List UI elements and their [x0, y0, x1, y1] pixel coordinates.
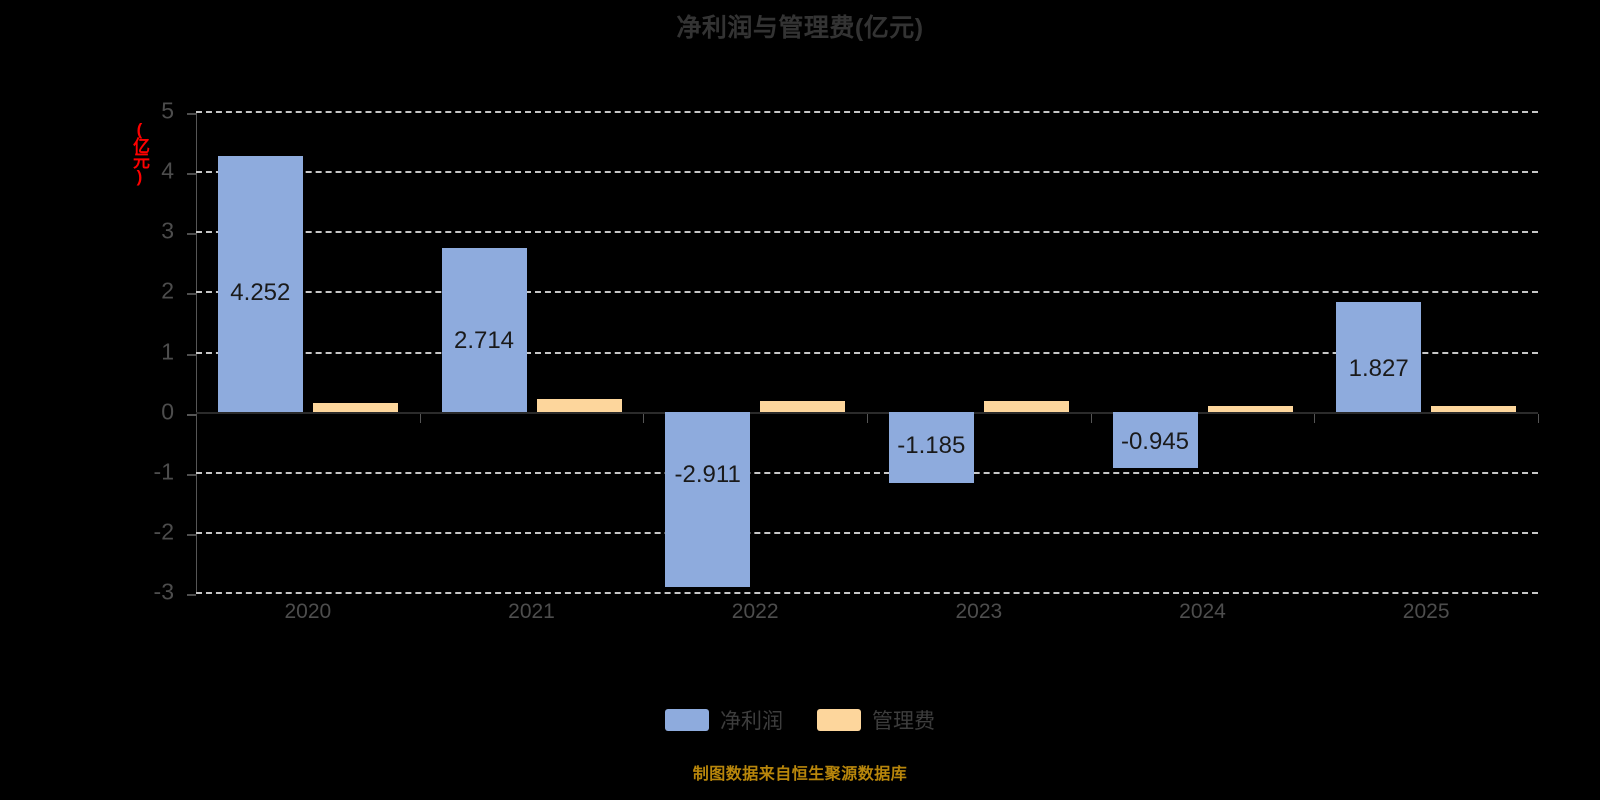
gridline-2	[187, 291, 1538, 296]
bar-value-label-2025: 1.827	[1348, 354, 1409, 382]
y-tick-mark	[187, 594, 196, 596]
y-tick-label: 4	[161, 157, 174, 184]
x-tick-mark	[1090, 414, 1092, 423]
y-tick-label: 0	[161, 398, 174, 425]
x-tick-label-2024: 2024	[1179, 600, 1226, 623]
bar-mgmt-2022[interactable]	[760, 400, 846, 412]
gridline-0	[187, 411, 1538, 416]
bar-profit-2024[interactable]	[1112, 411, 1198, 469]
bar-profit-2023[interactable]	[888, 411, 974, 483]
x-tick-mark	[643, 414, 645, 423]
y-tick-label: 5	[161, 97, 174, 124]
bar-value-label-2020: 4.252	[230, 278, 291, 306]
x-tick-label-2025: 2025	[1402, 600, 1450, 623]
y-tick-mark	[187, 473, 196, 476]
x-tick-label-2022: 2022	[731, 600, 779, 623]
y-tick-mark	[187, 413, 196, 416]
y-tick-label: 3	[161, 217, 174, 244]
gridline-neg1	[187, 471, 1538, 476]
legend-label-profit: 净利润	[720, 710, 783, 733]
gridline-5	[187, 111, 1538, 115]
gridline-1	[187, 351, 1538, 356]
gridline-4	[187, 171, 1538, 176]
gridline-neg3	[187, 592, 1538, 596]
y-tick-label: -2	[153, 518, 174, 545]
gridline-3	[187, 231, 1538, 236]
legend-item-profit[interactable]: 净利润	[665, 705, 783, 735]
bar-mgmt-2025[interactable]	[1431, 406, 1517, 412]
gridline-neg2	[187, 531, 1538, 536]
legend-label-mgmt: 管理费	[872, 710, 935, 733]
bar-value-label-2022: -2.911	[674, 460, 741, 488]
y-axis-unit-label: (亿元)	[130, 120, 149, 184]
y-tick-label: 2	[161, 277, 174, 304]
y-tick-mark	[187, 113, 196, 115]
x-tick-label-2023: 2023	[955, 600, 1003, 623]
legend-swatch-mgmt	[817, 709, 861, 731]
y-tick-label: 1	[161, 338, 174, 364]
bar-mgmt-2024[interactable]	[1207, 405, 1293, 412]
chart-legend: 净利润 管理费	[0, 705, 1600, 735]
x-tick-mark	[1538, 414, 1539, 423]
legend-item-mgmt[interactable]: 管理费	[817, 705, 935, 735]
chart-title: 净利润与管理费(亿元)	[676, 14, 924, 42]
bar-profit-2022[interactable]	[665, 411, 751, 587]
x-tick-label-2020: 2020	[284, 600, 332, 623]
y-tick-label: -1	[153, 458, 174, 485]
bar-mgmt-2023[interactable]	[983, 401, 1069, 412]
y-tick-mark	[187, 533, 196, 536]
plot-area: 4.252 2.714 -2.911 -1.185 -0.945 1.827	[187, 111, 1538, 596]
y-tick-label: -3	[153, 578, 174, 605]
x-tick-mark	[867, 414, 868, 423]
x-tick-mark	[196, 414, 197, 423]
bar-mgmt-2020[interactable]	[312, 403, 398, 412]
bar-profit-2020[interactable]	[217, 155, 303, 412]
bar-profit-2025[interactable]	[1336, 301, 1422, 412]
bar-profit-2021[interactable]	[441, 248, 527, 412]
x-tick-mark	[1314, 414, 1316, 423]
y-tick-mark	[187, 173, 196, 176]
bar-mgmt-2021[interactable]	[536, 398, 622, 412]
bar-value-label-2023: -1.185	[897, 431, 966, 459]
y-tick-mark	[187, 353, 196, 356]
chart-source-footer: 制图数据来自恒生聚源数据库	[692, 766, 908, 783]
x-tick-mark	[419, 414, 421, 423]
y-tick-mark	[187, 293, 196, 296]
legend-swatch-profit	[665, 709, 709, 731]
x-tick-label-2021: 2021	[508, 600, 555, 623]
bar-value-label-2024: -0.945	[1120, 427, 1190, 455]
y-tick-mark	[187, 233, 196, 236]
bar-value-label-2021: 2.714	[453, 326, 515, 354]
